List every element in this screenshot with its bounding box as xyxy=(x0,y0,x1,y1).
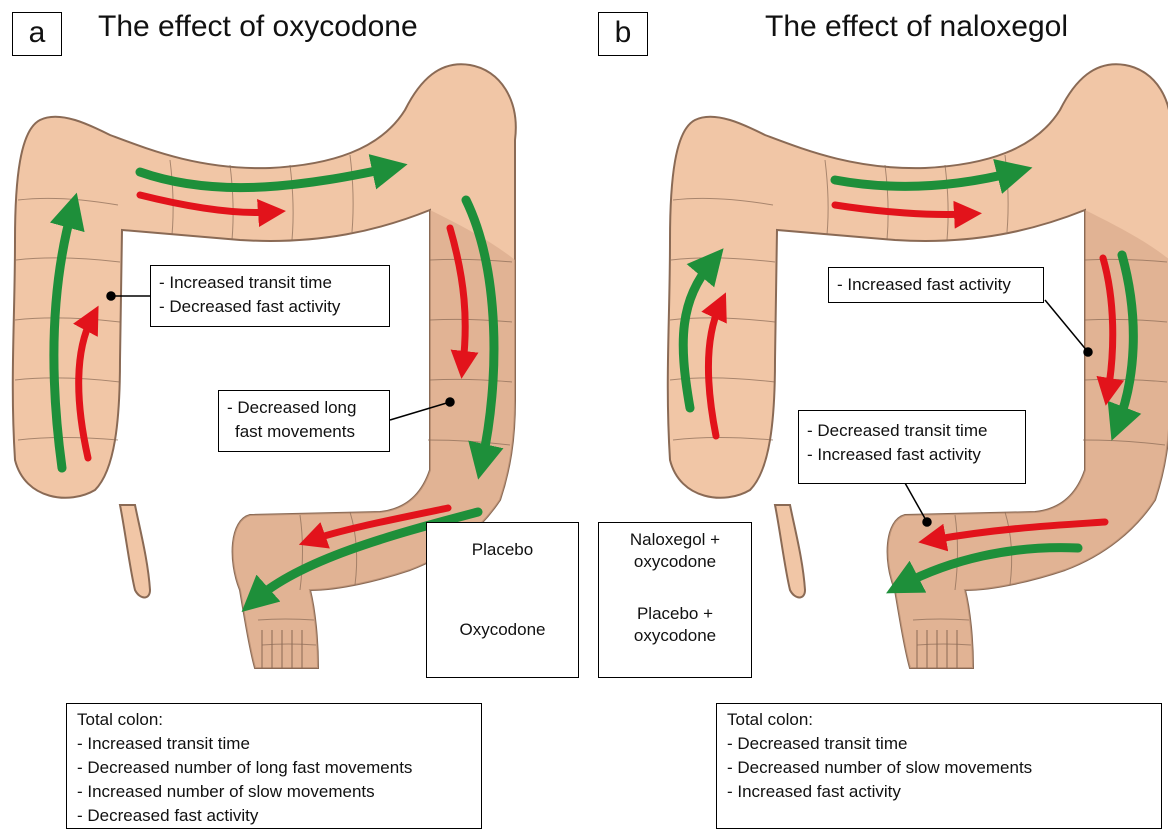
callout-b-1: - Increased fast activity xyxy=(828,267,1044,303)
callout-a-2-line-1: - Decreased long xyxy=(227,396,381,420)
legend-b-label-naloxegol-2: oxycodone xyxy=(599,551,751,573)
summary-b-item: - Increased fast activity xyxy=(727,780,1151,804)
panel-a-title: The effect of oxycodone xyxy=(98,10,418,44)
legend-a-label-oxycodone: Oxycodone xyxy=(427,619,578,641)
callout-a-2-line-2: fast movements xyxy=(227,420,381,444)
legend-a: Placebo Oxycodone xyxy=(426,522,579,678)
summary-a: Total colon: - Increased transit time - … xyxy=(66,703,482,829)
summary-b: Total colon: - Decreased transit time - … xyxy=(716,703,1162,829)
callout-b-2: - Decreased transit time - Increased fas… xyxy=(798,410,1026,484)
callout-a-1-line-2: - Decreased fast activity xyxy=(159,295,381,319)
summary-a-item: - Increased number of slow movements xyxy=(77,780,471,804)
summary-a-item: - Increased transit time xyxy=(77,732,471,756)
summary-a-item: - Decreased number of long fast movement… xyxy=(77,756,471,780)
legend-b-label-naloxegol-1: Naloxegol + xyxy=(599,529,751,551)
callout-b-2-line-1: - Decreased transit time xyxy=(807,419,1017,443)
legend-b: Naloxegol + oxycodone Placebo + oxycodon… xyxy=(598,522,752,678)
panel-a-letter: a xyxy=(12,12,62,56)
callout-a-1: - Increased transit time - Decreased fas… xyxy=(150,265,390,327)
summary-b-heading: Total colon: xyxy=(727,708,1151,732)
panel-b-title: The effect of naloxegol xyxy=(765,10,1068,44)
summary-b-item: - Decreased transit time xyxy=(727,732,1151,756)
callout-b-2-line-2: - Increased fast activity xyxy=(807,443,1017,467)
callout-a-2: - Decreased long fast movements xyxy=(218,390,390,452)
summary-b-item: - Decreased number of slow movements xyxy=(727,756,1151,780)
legend-b-label-placebo-2: oxycodone xyxy=(599,625,751,647)
summary-a-heading: Total colon: xyxy=(77,708,471,732)
summary-a-item: - Decreased fast activity xyxy=(77,804,471,828)
legend-a-label-placebo: Placebo xyxy=(427,539,578,561)
panel-b-letter: b xyxy=(598,12,648,56)
legend-b-label-placebo-1: Placebo + xyxy=(599,603,751,625)
callout-a-1-line-1: - Increased transit time xyxy=(159,271,381,295)
callout-b-1-line-1: - Increased fast activity xyxy=(837,273,1035,297)
